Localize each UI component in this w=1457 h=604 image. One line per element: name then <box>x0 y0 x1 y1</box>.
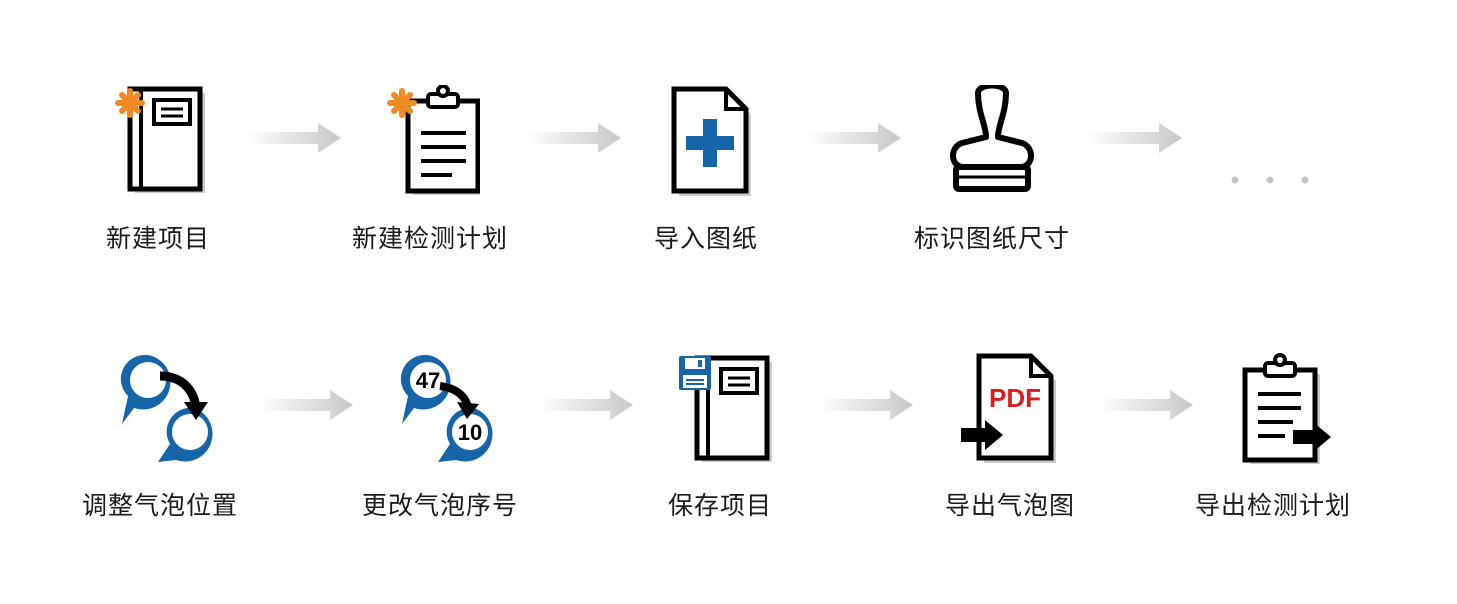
flow-arrow <box>1098 389 1194 425</box>
step-import-drawing: 导入图纸 <box>606 85 806 255</box>
step-export-plan: 导出检测计划 <box>1173 352 1373 522</box>
step-renumber-bubble: 47 10 更改气泡序号 <box>340 352 540 522</box>
step-label: 导入图纸 <box>653 224 758 253</box>
bubble-number-top: 47 <box>416 368 440 393</box>
stamp-icon <box>950 85 1034 192</box>
flow-arrow <box>258 389 354 425</box>
step-label: 新建检测计划 <box>351 224 508 253</box>
renumber-bubble-icon: 47 10 <box>400 354 493 462</box>
new-project-icon <box>115 86 205 193</box>
step-label: 保存项目 <box>667 491 772 520</box>
floppy-disk-icon <box>679 356 711 390</box>
export-pdf-icon: PDF <box>961 353 1056 463</box>
step-new-plan: 新建检测计划 <box>330 85 530 255</box>
flow-arrow <box>806 122 902 158</box>
step-label: 导出检测计划 <box>1194 491 1351 520</box>
step-mark-dimensions: 标识图纸尺寸 <box>892 85 1092 255</box>
flow-arrow <box>526 122 622 158</box>
save-project-icon <box>679 355 772 462</box>
new-plan-icon <box>387 85 480 195</box>
import-drawing-icon <box>671 86 751 196</box>
adjust-bubble-icon <box>120 354 213 462</box>
step-adjust-bubble: 调整气泡位置 <box>60 352 260 522</box>
step-export-bubble-pdf: PDF 导出气泡图 <box>910 352 1110 522</box>
step-save-project: 保存项目 <box>620 352 820 522</box>
export-plan-icon <box>1242 353 1331 464</box>
flow-arrow <box>818 389 914 425</box>
step-label: 更改气泡序号 <box>361 491 518 520</box>
pdf-label: PDF <box>989 383 1041 413</box>
step-new-project: 新建项目 <box>58 85 258 255</box>
step-label: 标识图纸尺寸 <box>913 224 1070 253</box>
flow-arrow <box>1087 122 1183 158</box>
step-label: 新建项目 <box>105 224 210 253</box>
flow-arrow <box>246 122 342 158</box>
step-label: 调整气泡位置 <box>81 491 238 520</box>
step-label: 导出气泡图 <box>944 491 1075 520</box>
bubble-number-bottom: 10 <box>458 420 482 445</box>
ellipsis-dots <box>1226 172 1316 191</box>
flow-arrow <box>538 389 634 425</box>
